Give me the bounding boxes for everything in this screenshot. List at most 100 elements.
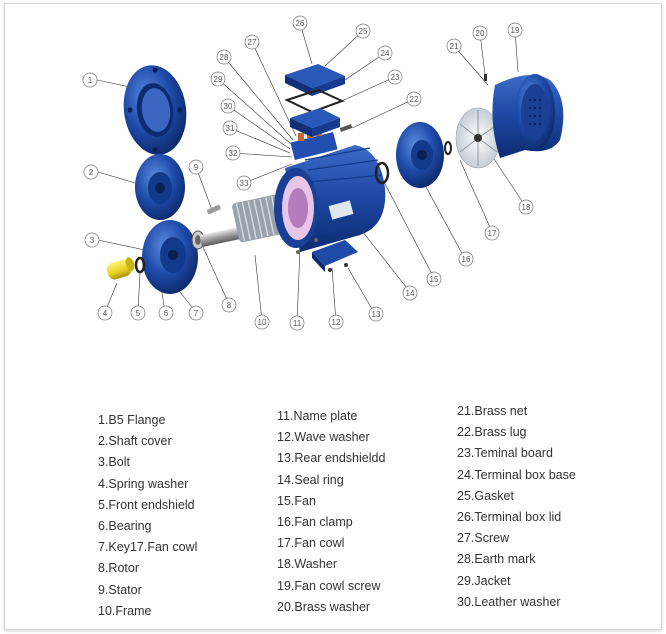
callout-2: 2	[83, 164, 99, 180]
motor-exploded-diagram: 1234567891011121314151617181920212223242…	[82, 15, 564, 331]
svg-text:24: 24	[381, 49, 390, 58]
svg-text:18: 18	[522, 203, 531, 212]
legend-item: 29.Jacket	[457, 573, 511, 588]
svg-text:25: 25	[359, 27, 368, 36]
key-part	[206, 204, 221, 215]
svg-text:17: 17	[488, 229, 497, 238]
svg-text:26: 26	[296, 19, 305, 28]
callout-10: 10	[254, 314, 270, 330]
legend-item: 6.Bearing	[98, 519, 152, 533]
legend-item: 20.Brass washer	[277, 599, 371, 614]
terminal-box-base-part	[290, 108, 340, 137]
callout-1: 1	[82, 72, 98, 88]
legend-item: 11.Name plate	[277, 409, 358, 423]
legend-item: 23.Teminal board	[457, 446, 553, 461]
svg-text:30: 30	[224, 102, 233, 111]
legend-item: 21.Brass net	[457, 404, 528, 418]
svg-text:11: 11	[293, 319, 302, 328]
legend-item: 17.Fan cowl	[277, 536, 345, 551]
callout-29: 29	[210, 71, 226, 87]
svg-text:1: 1	[88, 76, 93, 85]
callout-24: 24	[377, 45, 393, 61]
svg-text:21: 21	[450, 42, 459, 51]
legend-item: 22.Brass lug	[457, 425, 527, 440]
svg-text:13: 13	[372, 310, 381, 319]
b5-flange-part	[123, 65, 187, 155]
svg-text:27: 27	[248, 38, 257, 47]
legend-item: 7.Key17.Fan cowl	[98, 540, 198, 555]
brass-sleeve-part	[106, 257, 135, 280]
svg-text:14: 14	[406, 289, 415, 298]
legend-item: 27.Screw	[457, 531, 510, 546]
callout-14: 14	[402, 285, 418, 301]
callout-9: 9	[188, 159, 204, 175]
gasket-part	[284, 88, 345, 114]
legend-item: 9.Stator	[98, 582, 142, 597]
svg-text:9: 9	[194, 163, 199, 172]
svg-text:15: 15	[430, 275, 439, 284]
callout-15: 15	[426, 271, 442, 287]
svg-text:3: 3	[90, 236, 95, 245]
callout-11: 11	[289, 315, 305, 331]
legend-item: 18.Washer	[277, 557, 337, 572]
callout-26: 26	[292, 15, 308, 31]
callout-23: 23	[387, 69, 403, 85]
legend-item: 28.Earth mark	[457, 552, 536, 567]
legend-item: 3.Bolt	[98, 455, 130, 470]
callout-18: 18	[518, 199, 534, 215]
terminal-board-part	[339, 124, 353, 132]
legend-item: 19.Fan cowl screw	[277, 578, 381, 593]
legend-item: 16.Fan clamp	[277, 515, 353, 529]
fan-part	[455, 107, 501, 169]
callout-16: 16	[458, 251, 474, 267]
fan-cowl-screw-part	[484, 74, 487, 81]
callout-33: 33	[236, 175, 252, 191]
callout-30: 30	[220, 98, 236, 114]
svg-text:20: 20	[476, 29, 485, 38]
svg-text:4: 4	[103, 309, 108, 318]
seal-ring-part	[374, 161, 390, 185]
legend-item: 26.Terminal box lid	[457, 510, 562, 524]
legend-item: 24.Terminal box base	[457, 467, 576, 482]
callout-7: 7	[188, 305, 204, 321]
legend-item: 12.Wave washer	[277, 430, 370, 445]
svg-text:19: 19	[511, 26, 520, 35]
legend-item: 13.Rear endshieldd	[277, 451, 386, 466]
svg-text:32: 32	[229, 149, 238, 158]
callout-21: 21	[446, 38, 462, 54]
svg-text:28: 28	[220, 53, 229, 62]
svg-text:12: 12	[332, 318, 341, 327]
legend-item: 2.Shaft cover	[98, 434, 172, 449]
shaft-cover-part	[135, 154, 185, 220]
callout-4: 4	[97, 305, 113, 321]
svg-text:6: 6	[164, 309, 169, 318]
callout-8: 8	[221, 297, 237, 313]
callout-28: 28	[216, 49, 232, 65]
callout-22: 22	[406, 91, 422, 107]
legend-item: 8.Rotor	[98, 561, 139, 576]
svg-text:10: 10	[258, 318, 267, 327]
motor-frame-part	[274, 128, 386, 252]
svg-text:16: 16	[462, 255, 471, 264]
legend-item: 4.Spring washer	[98, 476, 189, 491]
svg-text:29: 29	[214, 75, 223, 84]
spring-washer-part	[134, 256, 146, 274]
svg-text:22: 22	[410, 95, 419, 104]
callout-31: 31	[222, 120, 238, 136]
legend-item: 25.Gasket	[457, 488, 514, 503]
callout-6: 6	[158, 305, 174, 321]
svg-text:7: 7	[194, 309, 199, 318]
legend-item: 5.Front endshield	[98, 497, 195, 512]
svg-text:8: 8	[227, 301, 232, 310]
svg-text:31: 31	[226, 124, 235, 133]
legend-item: 10.Frame	[98, 603, 152, 618]
svg-text:23: 23	[391, 73, 400, 82]
legend-item: 14.Seal ring	[277, 472, 344, 487]
wave-washer-plate-part	[312, 240, 358, 272]
svg-text:2: 2	[89, 168, 94, 177]
callout-27: 27	[244, 34, 260, 50]
fan-clamp-part	[444, 141, 452, 155]
callout-3: 3	[84, 232, 100, 248]
callout-25: 25	[355, 23, 371, 39]
